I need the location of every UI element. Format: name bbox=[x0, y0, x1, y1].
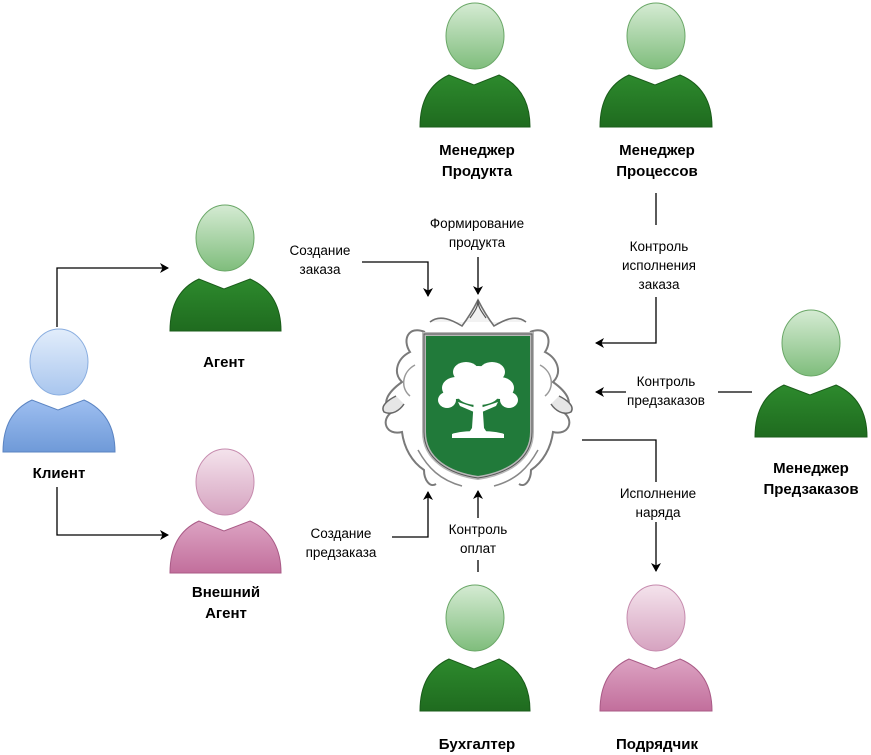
svg-text:Создание: Создание bbox=[311, 526, 372, 541]
role-label-manager-preorders: Менеджер Предзаказов bbox=[763, 460, 858, 498]
edge-label-create-order: Создание заказа bbox=[290, 243, 351, 277]
edge-label-control-preorders: Контроль предзаказов bbox=[627, 374, 705, 408]
manager-product-icon bbox=[419, 2, 531, 128]
svg-text:продукта: продукта bbox=[449, 235, 506, 250]
client-icon bbox=[2, 328, 116, 453]
svg-text:Продукта: Продукта bbox=[442, 163, 513, 180]
svg-text:Клиент: Клиент bbox=[33, 465, 86, 482]
contractor-icon bbox=[599, 584, 713, 712]
svg-text:Агент: Агент bbox=[203, 354, 245, 371]
svg-text:заказа: заказа bbox=[639, 277, 680, 292]
edge-emblem-contractor-a bbox=[582, 439, 657, 482]
svg-text:Формирование: Формирование bbox=[430, 216, 524, 231]
svg-text:Процессов: Процессов bbox=[616, 163, 698, 180]
edge-label-create-preorder: Создание предзаказа bbox=[306, 526, 377, 560]
role-label-agent: Агент bbox=[203, 354, 245, 371]
role-label-contractor: Подрядчик bbox=[616, 736, 698, 753]
svg-text:Подрядчик: Подрядчик bbox=[616, 736, 698, 753]
accountant-icon bbox=[419, 584, 531, 712]
svg-text:наряда: наряда bbox=[635, 505, 681, 520]
svg-text:исполнения: исполнения bbox=[622, 258, 696, 273]
svg-text:Менеджер: Менеджер bbox=[773, 460, 849, 477]
edge-client-external-agent bbox=[56, 487, 169, 540]
edge-label-execute-work: Исполнение наряда bbox=[620, 486, 696, 520]
edge-client-agent bbox=[56, 263, 169, 327]
role-label-client: Клиент bbox=[33, 465, 86, 482]
edge-label-form-product: Формирование продукта bbox=[430, 216, 524, 250]
svg-text:оплат: оплат bbox=[460, 541, 496, 556]
oak-tree-emblem-icon bbox=[382, 298, 573, 487]
role-label-manager-product: Менеджер Продукта bbox=[439, 142, 515, 180]
svg-text:Контроль: Контроль bbox=[637, 374, 696, 389]
svg-text:предзаказа: предзаказа bbox=[306, 545, 377, 560]
agent-icon bbox=[169, 204, 282, 332]
edge-external-agent-emblem bbox=[392, 491, 433, 538]
svg-text:Создание: Создание bbox=[290, 243, 351, 258]
svg-text:Предзаказов: Предзаказов bbox=[763, 481, 858, 498]
role-label-external-agent: Внешний Агент bbox=[192, 584, 260, 622]
svg-text:Контроль: Контроль bbox=[449, 522, 508, 537]
role-label-accountant: Бухгалтер bbox=[439, 736, 515, 753]
svg-text:Контроль: Контроль bbox=[630, 239, 689, 254]
edge-label-control-payments: Контроль оплат bbox=[449, 522, 508, 556]
svg-text:Исполнение: Исполнение bbox=[620, 486, 696, 501]
svg-text:Бухгалтер: Бухгалтер bbox=[439, 736, 515, 753]
svg-text:Агент: Агент bbox=[205, 605, 247, 622]
edge-process-emblem-b bbox=[595, 297, 657, 348]
manager-preorders-icon bbox=[754, 309, 868, 438]
edge-label-control-order: Контроль исполнения заказа bbox=[622, 239, 696, 292]
svg-text:Менеджер: Менеджер bbox=[439, 142, 515, 159]
manager-process-icon bbox=[599, 2, 713, 128]
svg-text:предзаказов: предзаказов bbox=[627, 393, 705, 408]
role-label-manager-process: Менеджер Процессов bbox=[616, 142, 698, 180]
edge-agent-emblem bbox=[362, 261, 433, 297]
svg-text:заказа: заказа bbox=[300, 262, 341, 277]
external-agent-icon bbox=[169, 448, 282, 574]
svg-text:Внешний: Внешний bbox=[192, 584, 260, 601]
svg-text:Менеджер: Менеджер bbox=[619, 142, 695, 159]
